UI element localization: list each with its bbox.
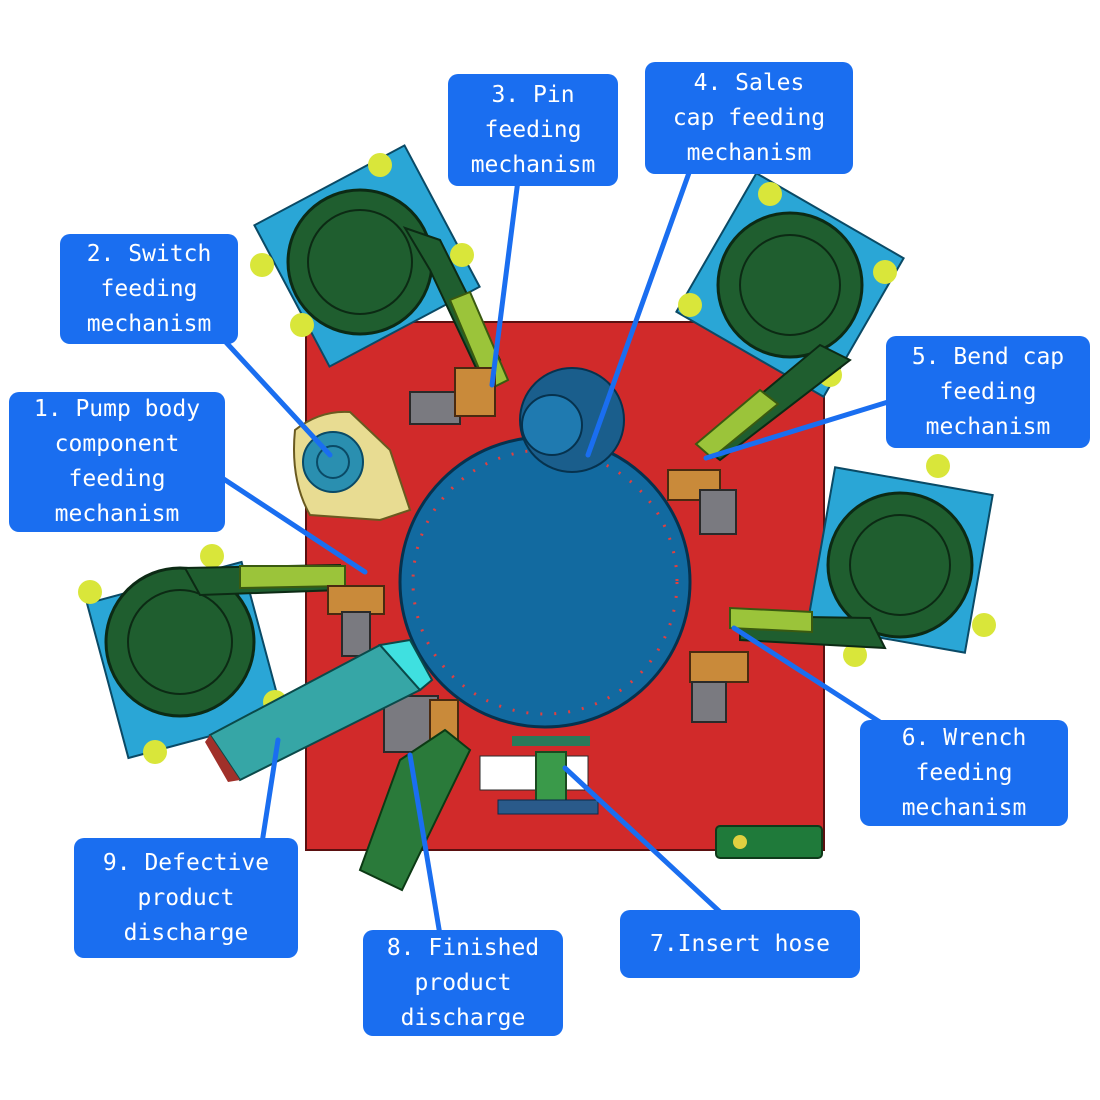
pin-station <box>409 367 496 425</box>
label-defective-discharge-text: 9. Defective product discharge <box>102 849 270 946</box>
drive-motor <box>715 825 823 859</box>
label-pump-body-feeding: 1. Pump body component feeding mechanism <box>9 392 225 532</box>
label-sales-cap-feeding: 4. Sales cap feeding mechanism <box>645 62 853 174</box>
finished-discharge-chute <box>358 728 472 892</box>
callout-leader-lines <box>207 167 903 938</box>
label-insert-hose-text: 7.Insert hose <box>649 930 830 957</box>
label-switch-feeding: 2. Switch feeding mechanism <box>60 234 238 344</box>
label-bend-cap-feeding-text: 5. Bend cap feeding mechanism <box>911 343 1065 440</box>
label-insert-hose: 7.Insert hose <box>620 910 860 978</box>
label-pin-feeding-text: 3. Pin feeding mechanism <box>470 81 596 178</box>
label-wrench-feeding-text: 6. Wrench feeding mechanism <box>901 724 1027 821</box>
label-defective-discharge: 9. Defective product discharge <box>74 838 298 958</box>
rotary-turntable <box>398 435 692 729</box>
sales-cap-feeder <box>519 367 625 473</box>
bowl-feeder-left <box>78 544 346 764</box>
label-pump-body-feeding-text: 1. Pump body component feeding mechanism <box>33 396 201 527</box>
label-finished-discharge: 8. Finished product discharge <box>363 930 563 1036</box>
finished-discharge-station <box>383 695 459 753</box>
bowl-feeder-top-left <box>250 144 510 392</box>
label-switch-feeding-text: 2. Switch feeding mechanism <box>86 240 212 337</box>
pump-body-station <box>327 585 385 657</box>
label-pin-feeding: 3. Pin feeding mechanism <box>448 74 618 186</box>
insert-hose-station <box>479 736 599 815</box>
wrench-station <box>689 651 749 723</box>
defective-discharge-chute <box>205 638 434 782</box>
switch-feeder <box>293 410 412 522</box>
bend-cap-station <box>667 469 737 535</box>
label-wrench-feeding: 6. Wrench feeding mechanism <box>860 720 1068 826</box>
bowl-feeder-top-right <box>675 171 905 462</box>
label-sales-cap-feeding-text: 4. Sales cap feeding mechanism <box>672 69 826 166</box>
label-bend-cap-feeding: 5. Bend cap feeding mechanism <box>886 336 1090 448</box>
label-finished-discharge-text: 8. Finished product discharge <box>386 934 540 1031</box>
bowl-feeder-right <box>729 454 996 667</box>
